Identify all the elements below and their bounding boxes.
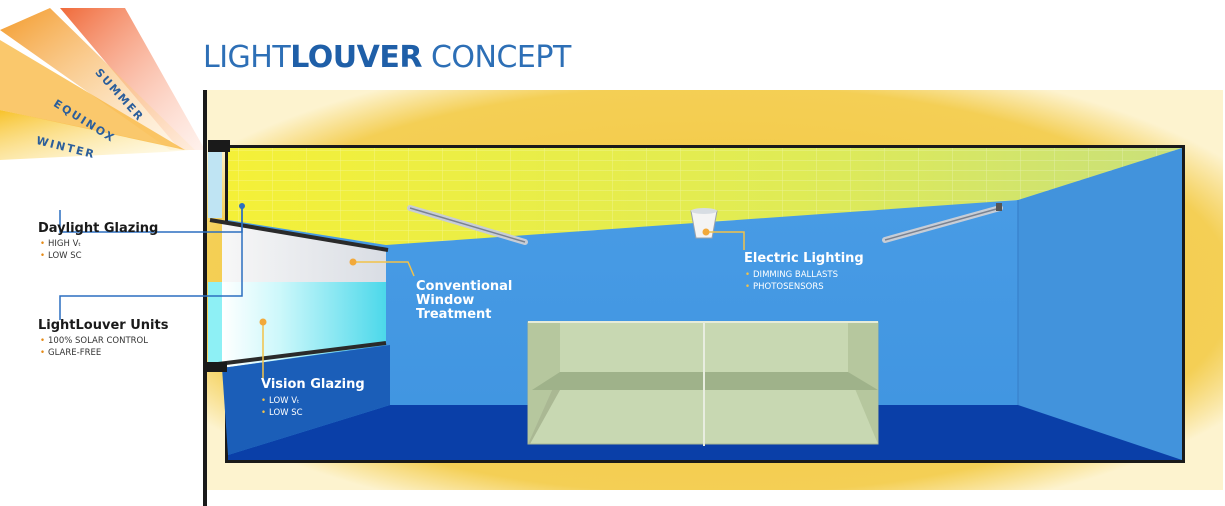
callout-vision-glazing-heading: Vision Glazing <box>261 377 365 392</box>
callout-electric-lighting-heading: Electric Lighting <box>744 251 864 266</box>
sun-angle-rays <box>0 8 205 160</box>
callout-conventional-window-heading: Conventional Window Treatment <box>416 279 513 322</box>
list-item: •HIGH Vₜ <box>40 239 81 249</box>
callout-daylight-glazing-heading: Daylight Glazing <box>38 221 159 236</box>
list-item: •LOW SC <box>40 251 82 261</box>
callout-vision-glazing-list: •LOW Vₜ •LOW SC <box>261 395 303 419</box>
list-item: •GLARE-FREE <box>40 348 102 358</box>
callout-electric-lighting-list: •DIMMING BALLASTS •PHOTOSENSORS <box>745 269 838 293</box>
list-item: •PHOTOSENSORS <box>745 282 824 292</box>
callout-lightlouver-units-list: •100% SOLAR CONTROL •GLARE-FREE <box>40 335 148 359</box>
cubicle-furniture <box>527 321 879 446</box>
page-title: LIGHTLOUVER CONCEPT <box>203 40 571 75</box>
list-item: •LOW SC <box>261 408 303 418</box>
list-item: •100% SOLAR CONTROL <box>40 336 148 346</box>
callout-daylight-glazing-list: •HIGH Vₜ •LOW SC <box>40 238 82 262</box>
list-item: •LOW Vₜ <box>261 396 300 406</box>
window-assembly <box>205 140 390 455</box>
callout-leader-lines <box>59 203 745 378</box>
list-item: •DIMMING BALLASTS <box>745 270 838 280</box>
callout-lightlouver-units-heading: LightLouver Units <box>38 318 169 333</box>
